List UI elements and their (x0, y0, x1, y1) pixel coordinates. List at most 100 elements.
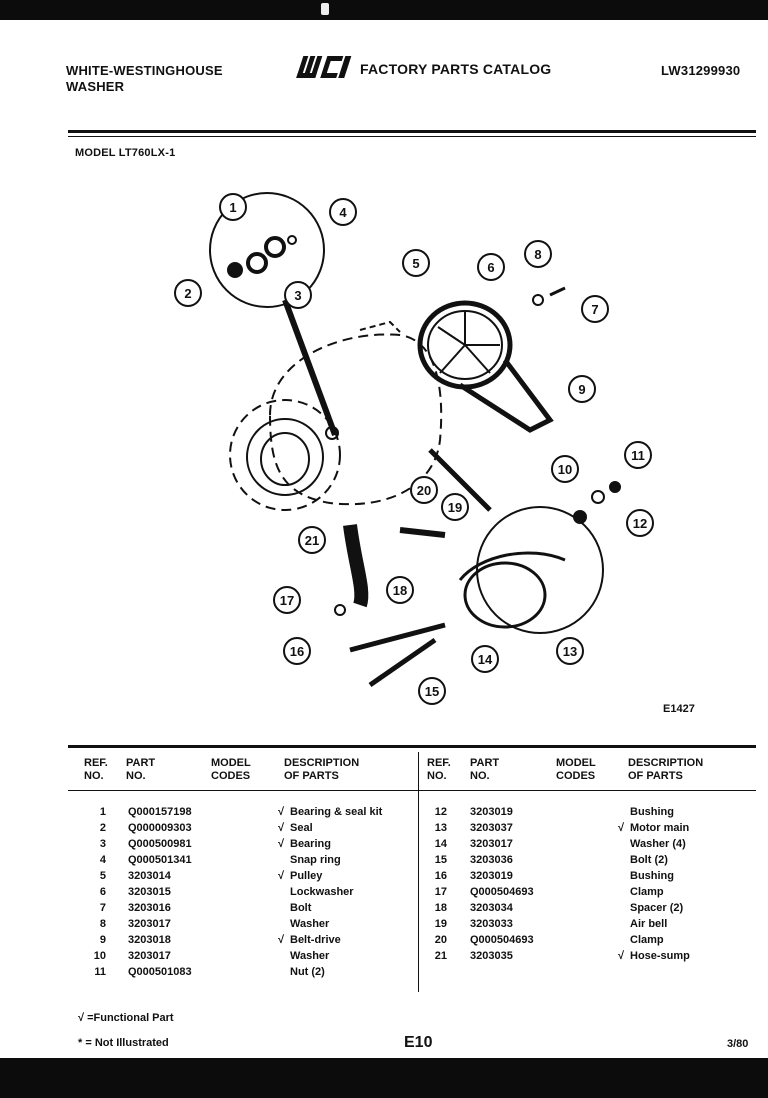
legend-functional-part: √ =Functional Part (78, 1012, 174, 1024)
ref-number: 8 (99, 918, 106, 930)
part-number: 3203015 (128, 886, 171, 898)
ref-number: 12 (434, 806, 447, 818)
svg-text:8: 8 (534, 247, 541, 262)
ref-number: 15 (434, 854, 447, 866)
ref-number: 20 (434, 934, 447, 946)
tub-bracket (359, 320, 401, 333)
part-number: 3203019 (470, 870, 513, 882)
callout-19: 19 (441, 493, 469, 521)
part-description: Bolt (290, 902, 312, 914)
ref-number: 4 (99, 854, 106, 866)
part-number: Q000009303 (128, 822, 192, 834)
tub-inner-opening (260, 432, 310, 486)
svg-text:7: 7 (591, 302, 598, 317)
callout-3: 3 (284, 281, 312, 309)
catalog-title: FACTORY PARTS CATALOG (360, 61, 552, 77)
table-row: 8 3203017 Washer (0, 918, 768, 934)
svg-text:5: 5 (412, 256, 419, 271)
snap-ring-part (287, 235, 297, 245)
bushing-part (573, 510, 587, 524)
callout-21: 21 (298, 526, 326, 554)
callout-20: 20 (410, 476, 438, 504)
part-description: Clamp (630, 886, 664, 898)
clamp-part (334, 604, 346, 616)
callout-18: 18 (386, 576, 414, 604)
tub-shaft (325, 426, 339, 440)
part-number: 3203016 (128, 902, 171, 914)
ref-number: 17 (434, 886, 447, 898)
part-description: Hose-sump (630, 950, 690, 962)
page-number: E10 (404, 1034, 433, 1051)
motor-detail-outline (476, 506, 604, 634)
tub-front-rim (229, 399, 341, 511)
ref-number: 3 (99, 838, 106, 850)
model-label: MODEL LT760LX-1 (75, 147, 176, 159)
motor-main-part (463, 561, 547, 629)
part-description: Washer (290, 950, 330, 962)
svg-text:4: 4 (339, 205, 347, 220)
ref-number: 9 (99, 934, 106, 946)
callout-15: 15 (418, 677, 446, 705)
bearing-part (246, 252, 268, 274)
bolt-part (549, 286, 566, 297)
ref-number: 11 (94, 966, 106, 978)
part-number: 3203019 (470, 806, 513, 818)
outer-tub (268, 333, 443, 506)
part-description: Bushing (630, 870, 674, 882)
bearing-detail-outline (209, 192, 325, 308)
functional-mark: √ (278, 934, 285, 946)
lockwasher-part (532, 294, 544, 306)
part-number: Q000500981 (128, 838, 192, 850)
callout-7: 7 (581, 295, 609, 323)
part-number: 3203037 (470, 822, 513, 834)
callout-1: 1 (219, 193, 247, 221)
part-number: 3203017 (128, 918, 171, 930)
svg-text:12: 12 (633, 516, 647, 531)
ref-number: 10 (93, 950, 106, 962)
part-number: 3203034 (470, 902, 513, 914)
part-description: Washer (290, 918, 330, 930)
svg-text:16: 16 (290, 644, 304, 659)
motor-pointer (428, 448, 492, 512)
callout-4: 4 (329, 198, 357, 226)
part-number: Q000501341 (128, 854, 192, 866)
header-rule-thin (68, 136, 756, 137)
functional-mark: √ (278, 822, 285, 834)
svg-text:15: 15 (425, 684, 439, 699)
bearing-part-2 (264, 236, 286, 258)
svg-text:3: 3 (294, 288, 301, 303)
washer-part (591, 490, 605, 504)
part-description: Clamp (630, 934, 664, 946)
ref-number: 7 (99, 902, 106, 914)
ref-number: 1 (99, 806, 106, 818)
part-description: Lockwasher (290, 886, 354, 898)
part-description: Bearing & seal kit (290, 806, 383, 818)
seal-part (227, 262, 243, 278)
part-number: 3203017 (128, 950, 171, 962)
tub-opening (246, 418, 324, 496)
svg-text:10: 10 (558, 462, 572, 477)
bottom-scan-border (0, 1058, 768, 1098)
callout-16: 16 (283, 637, 311, 665)
exploded-parts-diagram: 1 2 3 4 5 6 7 8 9 10 11 12 13 14 15 16 1… (174, 192, 654, 705)
table-column-divider (418, 752, 419, 992)
functional-mark: √ (278, 870, 285, 882)
part-description: Belt-drive (290, 934, 341, 946)
callout-17: 17 (273, 586, 301, 614)
brand-line-2: WASHER (66, 79, 125, 94)
detail-pointer (282, 298, 338, 437)
functional-mark: √ (278, 838, 285, 850)
ref-number: 5 (99, 870, 106, 882)
functional-mark: √ (278, 806, 285, 818)
svg-text:17: 17 (280, 593, 294, 608)
ref-number: 19 (434, 918, 447, 930)
